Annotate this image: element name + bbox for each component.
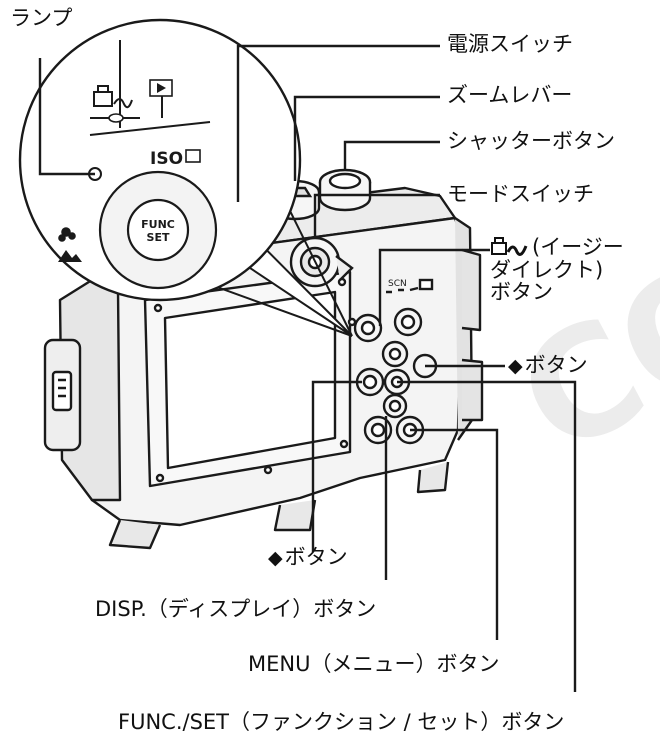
label-shutter-button: シャッターボタン: [447, 131, 615, 152]
label-func-set-button: FUNC./SET（ファンクション / セット）ボタン: [118, 712, 564, 733]
left-arrow-icon: ◆: [268, 547, 283, 569]
print-share-icon: [490, 237, 532, 257]
leader-zoom: [295, 97, 440, 181]
leader-shutter: [345, 142, 440, 170]
label-menu-button: MENU（メニュー）ボタン: [248, 654, 499, 675]
magnified-inset: [20, 20, 352, 336]
label-right-button: ◆ボタン: [508, 355, 588, 376]
label-easy-direct-line-1: (イージー: [490, 236, 660, 259]
label-left-button: ◆ボタン: [268, 547, 348, 568]
label-power-switch: 電源スイッチ: [447, 34, 573, 55]
label-easy-direct-line-3: ボタン: [490, 281, 660, 304]
label-zoom-lever: ズームレバー: [447, 85, 572, 106]
iso-mark: ISO: [150, 149, 183, 169]
label-easy-direct-line-2: ダイレクト): [490, 259, 660, 282]
right-arrow-icon: ◆: [508, 355, 523, 377]
func-set-mark-bottom: SET: [147, 231, 170, 244]
label-disp-button: DISP.（ディスプレイ）ボタン: [95, 599, 376, 620]
func-set-mark-top: FUNC: [141, 218, 175, 231]
label-mode-switch: モードスイッチ: [447, 184, 594, 205]
scn-mark: SCN: [388, 279, 407, 289]
label-easy-direct-button: (イージー ダイレクト) ボタン: [490, 236, 660, 304]
label-lamp: ランプ: [10, 8, 72, 29]
